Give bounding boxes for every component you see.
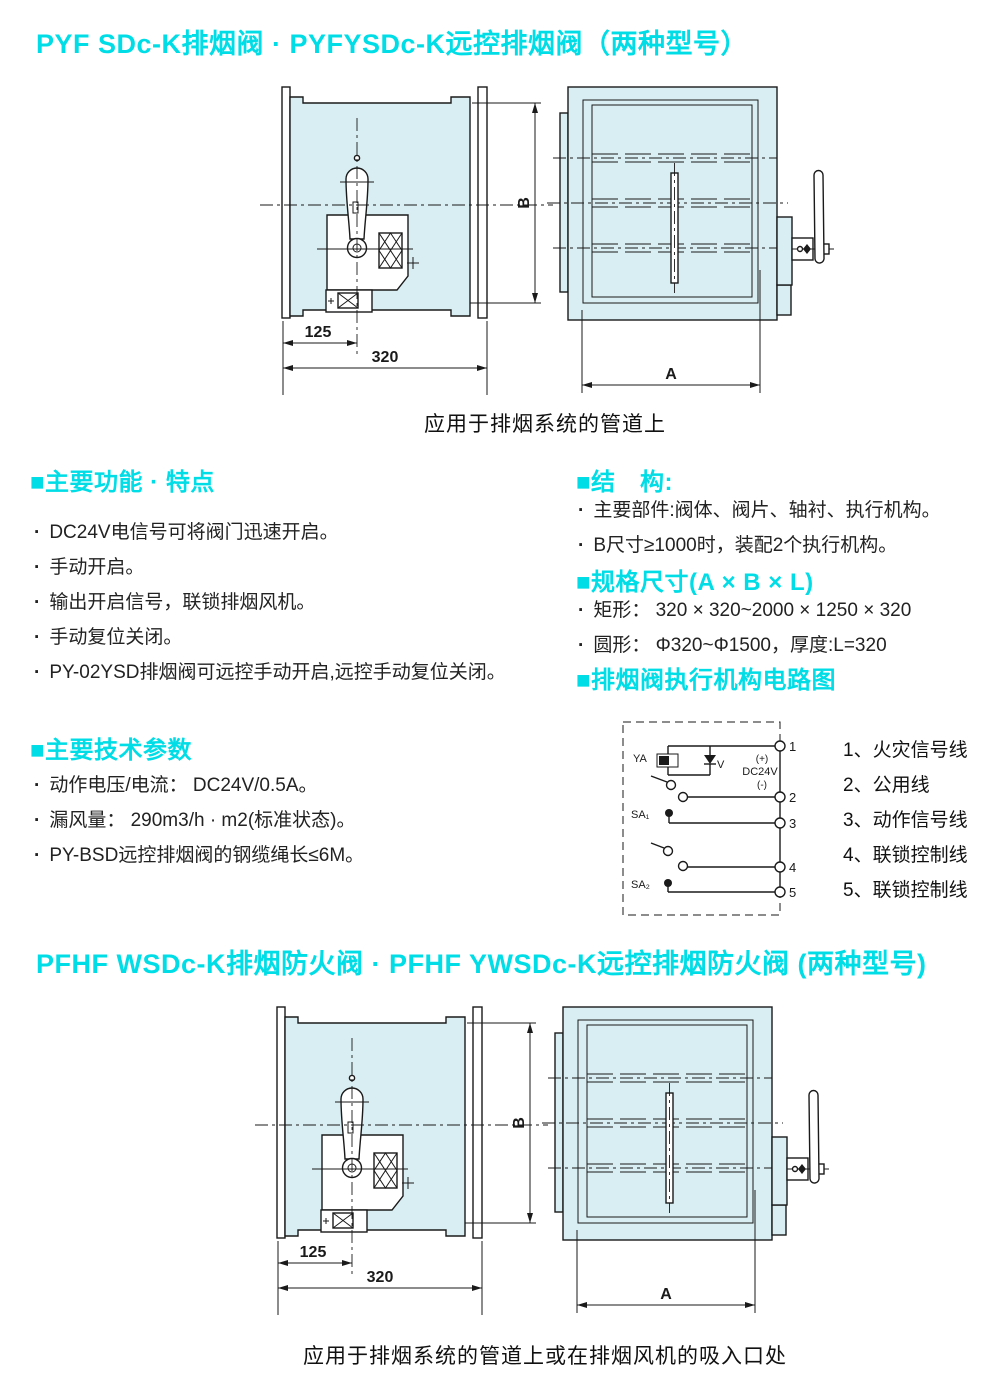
list-item-text: PY-BSD远控排烟阀的钢缆绳长≤6M。	[49, 845, 365, 866]
list-item-text: DC24V电信号可将阀门迅速开启。	[49, 522, 339, 543]
bullet-icon: ·	[34, 810, 41, 831]
legend-item: 3、动作信号线	[843, 810, 968, 831]
terminal-number: 2	[789, 790, 796, 805]
page-title-2: PFHF WSDc-K排烟防火阀 · PFHF YWSDc-K远控排烟防火阀 (…	[36, 949, 927, 979]
bullet-icon: ·	[34, 845, 41, 866]
list-item-text: 输出开启信号，联锁排烟风机。	[49, 592, 316, 613]
list-item-text: 动作电压/电流： DC24V/0.5A。	[49, 775, 318, 796]
bullet-icon: ·	[34, 662, 41, 683]
drawing-caption-1: 应用于排烟系统的管道上	[424, 413, 666, 436]
dimension-label-b: B	[511, 1117, 528, 1129]
voltage-label: DC24V	[742, 766, 778, 778]
dimension-label-320: 320	[372, 349, 399, 366]
technical-drawing-front-view-1: A	[547, 86, 834, 393]
bullet-icon: ·	[34, 557, 41, 578]
list-item: · PY-BSD远控排烟阀的钢缆绳长≤6M。	[34, 838, 364, 873]
dimension-label-320: 320	[367, 1269, 394, 1286]
bullet-icon: ·	[578, 500, 585, 521]
dimension-label-b: B	[516, 197, 533, 209]
technical-drawing-side-view-2: B 125 320	[255, 1006, 548, 1315]
bullet-icon: ·	[578, 600, 585, 621]
terminal-number: 1	[789, 739, 796, 754]
terminal-number: 4	[789, 860, 796, 875]
list-item: · 手动复位关闭。	[34, 620, 506, 655]
list-item: · 动作电压/电流： DC24V/0.5A。	[34, 768, 364, 803]
list-item-text: 矩形： 320 × 320~2000 × 1250 × 320	[593, 600, 912, 621]
features-list: · DC24V电信号可将阀门迅速开启。 · 手动开启。 · 输出开启信号，联锁排烟风机…	[34, 515, 506, 690]
terminal-number: 5	[789, 885, 796, 900]
bullet-icon: ·	[578, 635, 585, 656]
list-item-text: PY-02YSD排烟阀可远控手动开启,远控手动复位关闭。	[49, 662, 506, 683]
list-item-text: 漏风量： 290m3/h · m2(标准状态)。	[49, 810, 356, 831]
list-item-text: 主要部件:阀体、阀片、轴衬、执行机构。	[593, 500, 941, 521]
switch-label-sa1: SA₁	[631, 809, 650, 821]
switch-label-sa2: SA₂	[631, 879, 650, 891]
drawing-caption-2: 应用于排烟系统的管道上或在排烟风机的吸入口处	[303, 1345, 787, 1368]
technical-drawing-front-view-2: A	[542, 1006, 829, 1313]
structure-list: · 主要部件:阀体、阀片、轴衬、执行机构。 · B尺寸≥1000时，装配2个执行机构…	[578, 493, 941, 563]
legend-item: 2、公用线	[843, 775, 930, 796]
tech-list: · 动作电压/电流： DC24V/0.5A。 · 漏风量： 290m3/h · m2…	[34, 768, 364, 873]
section-heading-tech: ■主要技术参数	[30, 737, 192, 764]
dimension-label-125: 125	[300, 1244, 327, 1261]
legend-item: 1、火灾信号线	[843, 740, 968, 761]
section-heading-structure: ■结 构:	[576, 469, 673, 496]
specs-list: · 矩形： 320 × 320~2000 × 1250 × 320 · 圆形： Φ3…	[578, 593, 911, 663]
list-item: · PY-02YSD排烟阀可远控手动开启,远控手动复位关闭。	[34, 655, 506, 690]
technical-drawing-side-view-1: B 125 320	[260, 86, 553, 395]
list-item: · 输出开启信号，联锁排烟风机。	[34, 585, 506, 620]
list-item-text: 圆形： Φ320~Φ1500，厚度:L=320	[593, 635, 887, 656]
list-item-text: 手动开启。	[49, 557, 145, 578]
section-heading-specs: ■规格尺寸(A × B × L)	[576, 569, 814, 596]
dimension-label-a: A	[660, 1286, 672, 1303]
list-item: · 主要部件:阀体、阀片、轴衬、执行机构。	[578, 493, 941, 528]
legend-item: 4、联锁控制线	[843, 845, 968, 866]
bullet-icon: ·	[34, 592, 41, 613]
list-item: · 手动开启。	[34, 550, 506, 585]
circuit-diagram: V 1 2 3 4 5 YA SA₁ SA₂ (+) DC24V (-)	[622, 721, 796, 916]
list-item: · B尺寸≥1000时，装配2个执行机构。	[578, 528, 941, 563]
list-item: · 矩形： 320 × 320~2000 × 1250 × 320	[578, 593, 911, 628]
circuit-legend: 1、火灾信号线 2、公用线 3、动作信号线 4、联锁控制线 5、联锁控制线	[843, 733, 968, 908]
polarity-minus: (-)	[757, 780, 767, 791]
terminal-number: 3	[789, 816, 796, 831]
list-item-text: 手动复位关闭。	[49, 627, 183, 648]
bullet-icon: ·	[34, 522, 41, 543]
polarity-plus: (+)	[756, 754, 769, 765]
list-item-text: B尺寸≥1000时，装配2个执行机构。	[593, 535, 898, 556]
bullet-icon: ·	[34, 775, 41, 796]
list-item: · 圆形： Φ320~Φ1500，厚度:L=320	[578, 628, 911, 663]
page-title-1: PYF SDc-K排烟阀 · PYFYSDc-K远控排烟阀（两种型号）	[36, 29, 749, 59]
section-heading-features: ■主要功能 · 特点	[30, 469, 215, 496]
bullet-icon: ·	[34, 627, 41, 648]
legend-item: 5、联锁控制线	[843, 880, 968, 901]
dimension-label-125: 125	[305, 324, 332, 341]
diode-label: V	[717, 759, 725, 771]
list-item: · 漏风量： 290m3/h · m2(标准状态)。	[34, 803, 364, 838]
section-heading-circuit: ■排烟阀执行机构电路图	[576, 667, 836, 694]
bullet-icon: ·	[578, 535, 585, 556]
relay-label: YA	[633, 753, 648, 765]
dimension-label-a: A	[665, 366, 677, 383]
list-item: · DC24V电信号可将阀门迅速开启。	[34, 515, 506, 550]
